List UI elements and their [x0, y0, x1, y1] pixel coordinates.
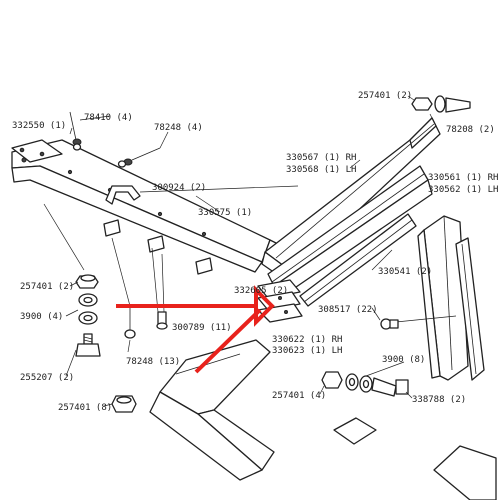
plate-332550 — [11, 139, 63, 163]
bolt-308517 — [380, 315, 457, 330]
label-leaders — [65, 95, 415, 407]
label-330567: 330567 (1) RH — [286, 153, 356, 163]
label-257401-left: 257401 (2) — [20, 282, 74, 292]
label-78248-bottom: 78248 (13) — [126, 357, 180, 367]
fastener-leader-lines — [43, 203, 165, 313]
channel-strip — [267, 165, 433, 299]
rivets-bottom — [124, 306, 168, 339]
label-257401-top: 257401 (2) — [358, 91, 412, 101]
label-257401-bottom-right: 257401 (4) — [272, 391, 326, 401]
post-330561 — [417, 215, 485, 381]
label-332605: 332605 (2) — [234, 286, 288, 296]
label-300789: 300789 (11) — [172, 323, 232, 333]
rivet-78410 — [69, 111, 82, 151]
label-78208: 78208 (2) — [446, 125, 495, 135]
label-300924: 300924 (2) — [152, 183, 206, 193]
label-330622: 330622 (1) RH — [272, 335, 342, 345]
label-330562: 330562 (1) LH — [428, 185, 498, 195]
label-330568: 330568 (1) LH — [286, 165, 356, 175]
label-257401-bottom-left: 257401 (8) — [58, 403, 112, 413]
label-338788: 338788 (2) — [412, 395, 466, 405]
label-308517: 308517 (22) — [318, 305, 378, 315]
label-3900-right: 3900 (8) — [382, 355, 425, 365]
label-330575: 330575 (1) — [198, 208, 252, 218]
bottom-left-nut — [111, 395, 137, 413]
rivet-78248-top — [117, 147, 161, 168]
label-3900-left: 3900 (4) — [20, 312, 63, 322]
label-78248-top: 78248 (4) — [154, 123, 203, 133]
bottom-right-fastener-stack — [321, 371, 409, 397]
spacer-332605 — [257, 279, 303, 323]
bottom-right-bracket — [333, 417, 497, 500]
label-330561: 330561 (1) RH — [428, 173, 498, 183]
channel-rail-330575 — [11, 139, 279, 273]
label-332550: 332550 (1) — [12, 121, 66, 131]
label-330541: 330541 (2) — [378, 267, 432, 277]
label-330623: 330623 (1) LH — [272, 346, 342, 356]
part-labels: 257401 (2) 78208 (2) 78410 (4) 332550 (1… — [12, 91, 498, 413]
bracket-300924 — [105, 185, 141, 205]
top-right-fastener — [411, 95, 471, 119]
label-78410: 78410 (4) — [84, 113, 133, 123]
highlight-arrow — [116, 285, 275, 374]
left-fastener-stack — [75, 274, 101, 357]
seat-base-frame — [149, 339, 275, 481]
label-255207: 255207 (2) — [20, 373, 74, 383]
rail-tabs — [103, 219, 213, 275]
channel-330541 — [299, 213, 417, 307]
